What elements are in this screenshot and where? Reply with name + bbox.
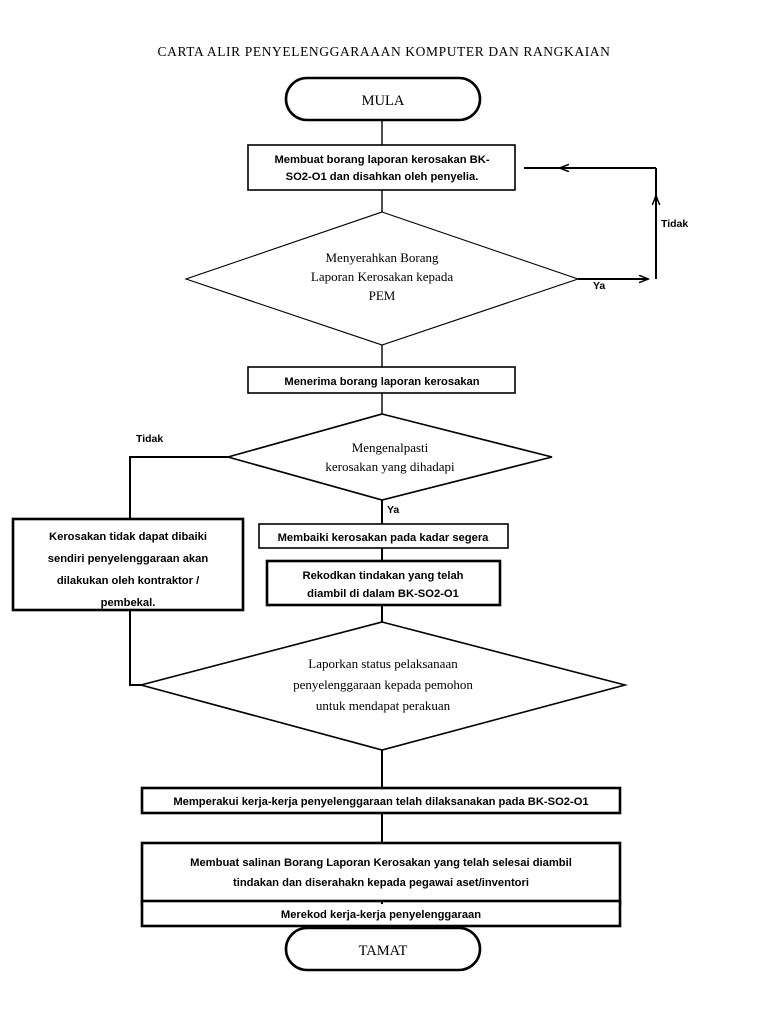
process-membaiki-label: Membaiki kerosakan pada kadar segera bbox=[278, 532, 490, 544]
process-membuat-borang-line1: Membuat borang laporan kerosakan BK- bbox=[274, 154, 489, 166]
process-rekodkan[interactable] bbox=[265, 559, 502, 607]
process-salinan-line2: tindakan dan diserahakn kepada pegawai a… bbox=[233, 877, 529, 889]
process-menerima-borang-label: Menerima borang laporan kerosakan bbox=[284, 376, 479, 388]
terminator-end[interactable] bbox=[284, 926, 482, 972]
process-menerima-borang[interactable] bbox=[247, 366, 516, 394]
process-membuat-borang[interactable] bbox=[247, 144, 516, 191]
process-kontraktor-line2: sendiri penyelenggaraan akan bbox=[48, 553, 209, 565]
process-kontraktor[interactable] bbox=[11, 517, 245, 612]
process-kontraktor-line1: Kerosakan tidak dapat dibaiki bbox=[49, 531, 207, 543]
decision-laporkan-line2: penyelenggaraan kepada pemohon bbox=[293, 677, 473, 692]
terminator-end-label: TAMAT bbox=[359, 943, 408, 959]
decision-laporkan-status[interactable] bbox=[137, 621, 629, 751]
process-memperakui[interactable] bbox=[140, 786, 622, 815]
decision-menyerahkan-line2: Laporan Kerosakan kepada bbox=[311, 269, 453, 284]
process-rekodkan-line1: Rekodkan tindakan yang telah bbox=[302, 570, 463, 582]
process-membaiki[interactable] bbox=[258, 523, 509, 549]
process-kontraktor-line3: dilakukan oleh kontraktor / bbox=[57, 575, 199, 587]
edge-label-ya-top: Ya bbox=[593, 280, 605, 292]
decision-laporkan-line3: untuk mendapat perakuan bbox=[316, 698, 451, 713]
decision-menyerahkan-line3: PEM bbox=[369, 288, 396, 303]
process-rekodkan-line2: diambil di dalam BK-SO2-O1 bbox=[307, 588, 459, 600]
process-salinan[interactable] bbox=[140, 841, 622, 906]
edge-label-tidak-right: Tidak bbox=[661, 218, 688, 230]
edge-label-tidak-left: Tidak bbox=[136, 433, 163, 445]
page-title: CARTA ALIR PENYELENGGARAAAN KOMPUTER DAN… bbox=[158, 44, 611, 59]
edge-label-ya-mid: Ya bbox=[387, 504, 399, 516]
decision-laporkan-line1: Laporkan status pelaksanaan bbox=[308, 656, 458, 671]
decision-menyerahkan-borang[interactable] bbox=[184, 211, 580, 346]
terminator-start[interactable] bbox=[284, 76, 482, 122]
process-memperakui-label: Memperakui kerja-kerja penyelenggaraan t… bbox=[173, 796, 588, 808]
connector-tidak-left bbox=[129, 456, 228, 519]
process-kontraktor-line4: pembekal. bbox=[101, 597, 156, 609]
decision-mengenalpasti-line2: kerosakan yang dihadapi bbox=[325, 459, 455, 474]
terminator-start-label: MULA bbox=[362, 93, 405, 109]
connector-kontraktor-to-decision3 bbox=[129, 610, 141, 686]
process-merekod-label: Merekod kerja-kerja penyelenggaraan bbox=[281, 909, 481, 921]
process-salinan-line1: Membuat salinan Borang Laporan Kerosakan… bbox=[190, 857, 572, 869]
decision-menyerahkan-line1: Menyerahkan Borang bbox=[326, 250, 439, 265]
decision-mengenalpasti-line1: Mengenalpasti bbox=[352, 440, 429, 455]
decision-mengenalpasti[interactable] bbox=[225, 413, 553, 501]
process-membuat-borang-line2: SO2-O1 dan disahkan oleh penyelia. bbox=[286, 171, 479, 183]
